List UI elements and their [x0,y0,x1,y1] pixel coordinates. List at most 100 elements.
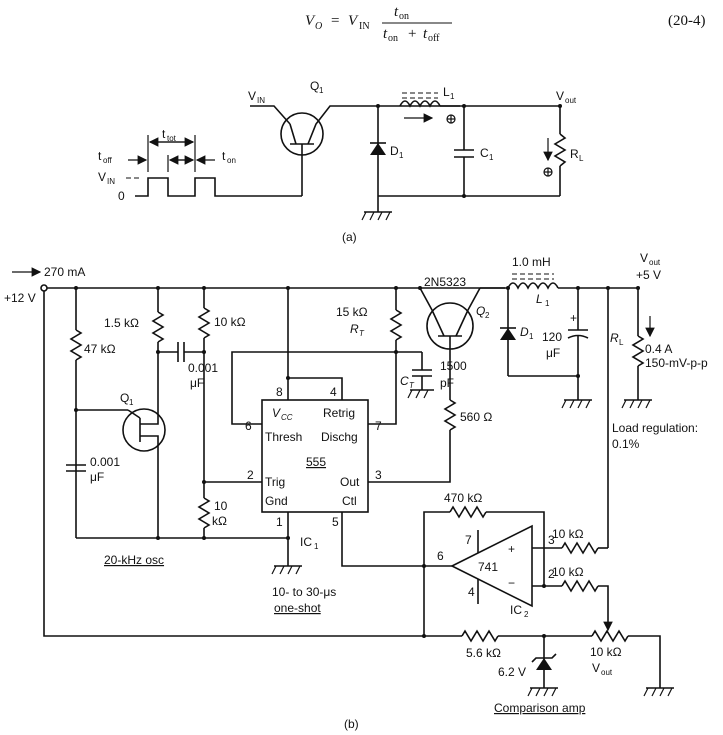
b-l1-inductor [507,282,559,290]
svg-text:out: out [649,258,661,267]
a-pulse-waveform [135,177,242,197]
svg-text:1: 1 [399,151,404,160]
svg-text:1: 1 [529,332,534,341]
eq-number: (20-4) [668,13,706,29]
svg-text:6: 6 [437,549,444,563]
svg-text:R: R [610,331,619,345]
svg-text:out: out [565,96,577,105]
svg-text:IC: IC [300,535,312,549]
svg-text:IN: IN [359,21,370,32]
svg-text:0.001: 0.001 [188,361,218,375]
svg-text:V: V [640,251,648,265]
svg-text:150-mV-p-p: 150-mV-p-p [645,356,708,370]
b-r560 [443,399,457,431]
svg-text:on: on [399,11,409,22]
svg-text:0.001: 0.001 [90,455,120,469]
svg-text:6: 6 [245,419,252,433]
svg-text:V: V [592,661,600,675]
svg-text:47 kΩ: 47 kΩ [84,342,116,356]
svg-text:=: = [331,13,339,29]
b-555-timer [261,399,369,513]
svg-text:+: + [508,542,515,556]
b-d1-diode [500,328,516,340]
svg-text:Dischg: Dischg [321,430,358,444]
svg-text:IC: IC [510,603,522,617]
svg-text:8: 8 [276,385,283,399]
svg-text:μF: μF [190,376,204,390]
svg-text:t: t [222,149,226,163]
svg-text:L: L [619,338,624,347]
a-rl-resistor [553,133,567,167]
svg-text:L: L [443,85,450,99]
b-r470k [449,505,487,519]
svg-text:D: D [390,144,399,158]
b-r10k-a [561,541,599,555]
svg-text:V: V [556,89,564,103]
svg-text:off: off [428,33,440,44]
b-zener-diode [536,658,552,670]
svg-text:μF: μF [546,346,560,360]
svg-text:2: 2 [524,610,529,619]
svg-text:560 Ω: 560 Ω [460,410,492,424]
svg-text:2: 2 [247,468,254,482]
svg-text:1: 1 [450,92,455,101]
svg-text:R: R [350,322,359,336]
svg-text:V: V [348,13,359,29]
svg-text:15 kΩ: 15 kΩ [336,305,368,319]
svg-text:1500: 1500 [440,359,467,373]
svg-text:Thresh: Thresh [265,430,302,444]
svg-text:Q: Q [476,304,485,318]
svg-text:7: 7 [465,533,472,547]
svg-text:2N5323: 2N5323 [424,275,466,289]
svg-text:on: on [388,33,398,44]
diagram-a: V IN Q 1 D 1 L 1 C 1 [98,79,584,244]
svg-text:L: L [536,292,543,306]
svg-text:Q: Q [310,79,319,93]
svg-text:t: t [383,26,388,42]
svg-text:1: 1 [489,153,494,162]
b-r1k5 [151,311,165,343]
svg-text:Gnd: Gnd [265,494,288,508]
svg-text:0.4 A: 0.4 A [645,342,672,356]
a-d1-diode [370,143,386,155]
svg-text:R: R [570,147,579,161]
svg-text:Ctl: Ctl [342,494,357,508]
equation-20-4: V O = V IN t on t on + t off (20-4) [305,4,706,44]
svg-text:pF: pF [440,376,454,390]
svg-text:tot: tot [167,134,177,143]
svg-text:on: on [227,156,236,165]
b-supply-terminal [40,284,48,292]
svg-text:10- to 30-μs: 10- to 30-μs [272,585,336,599]
a-l1-inductor [399,100,441,108]
svg-text:L: L [579,154,584,163]
a-vin-wire [250,105,291,125]
svg-text:4: 4 [330,385,337,399]
svg-text:10 kΩ: 10 kΩ [552,565,584,579]
b-q1-ujt [122,408,166,452]
b-r10k-top [197,307,211,339]
svg-text:4: 4 [468,585,475,599]
svg-text:1: 1 [545,299,550,308]
svg-text:10: 10 [214,499,228,513]
svg-text:T: T [359,329,365,338]
svg-text:7: 7 [375,419,382,433]
svg-text:Retrig: Retrig [323,406,355,420]
svg-text:0.1%: 0.1% [612,437,640,451]
svg-text:3: 3 [548,533,555,547]
svg-text:T: T [409,381,415,390]
svg-text:1.5 kΩ: 1.5 kΩ [104,316,139,330]
svg-text:+: + [570,311,577,325]
b-r47k [69,329,83,361]
svg-text:IN: IN [257,96,265,105]
svg-text:5: 5 [332,515,339,529]
svg-text:off: off [103,156,113,165]
svg-text:741: 741 [478,560,498,574]
svg-text:Trig: Trig [265,475,285,489]
svg-text:V: V [98,170,106,184]
svg-text:2: 2 [485,311,490,320]
svg-text:t: t [98,149,102,163]
svg-text:0: 0 [118,189,125,203]
b-r10k-bot [197,497,211,529]
svg-text:CC: CC [281,413,293,422]
